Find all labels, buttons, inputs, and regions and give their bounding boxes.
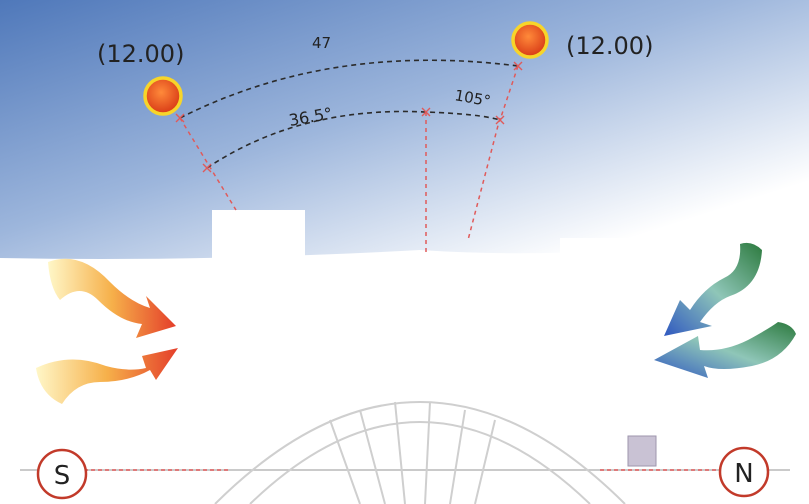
- cool-wind-arrow-icon: [654, 322, 796, 378]
- sun-icon: [511, 21, 549, 59]
- small-structure: [627, 435, 657, 467]
- inner-angle-arc: [206, 110, 501, 169]
- sun-icon: [143, 76, 183, 116]
- sky-background: [0, 0, 809, 259]
- arc-markers: [175, 61, 523, 173]
- guide-line-left: [179, 117, 237, 211]
- building-silhouette: [190, 210, 640, 470]
- north-compass-marker: N: [718, 446, 770, 498]
- outer-angle-label: 47: [312, 34, 331, 52]
- guide-line-right-outer: [499, 65, 519, 121]
- north-label: N: [734, 459, 753, 489]
- south-compass-marker: S: [36, 448, 88, 500]
- compass-circle-icon: [36, 448, 88, 500]
- cool-wind-arrow-icon: [664, 242, 762, 336]
- guide-line-right-inner: [467, 117, 501, 241]
- sun-right-time-label: (12.00): [566, 32, 653, 60]
- warm-wind-arrow-icon: [48, 258, 176, 338]
- warm-wind-arrow-icon: [36, 348, 178, 404]
- compass-circle-icon: [718, 446, 770, 498]
- south-label: S: [54, 461, 71, 491]
- sun-left-time-label: (12.00): [97, 40, 184, 68]
- watermark-seal: [214, 401, 626, 504]
- outer-angle-arc: [179, 59, 519, 119]
